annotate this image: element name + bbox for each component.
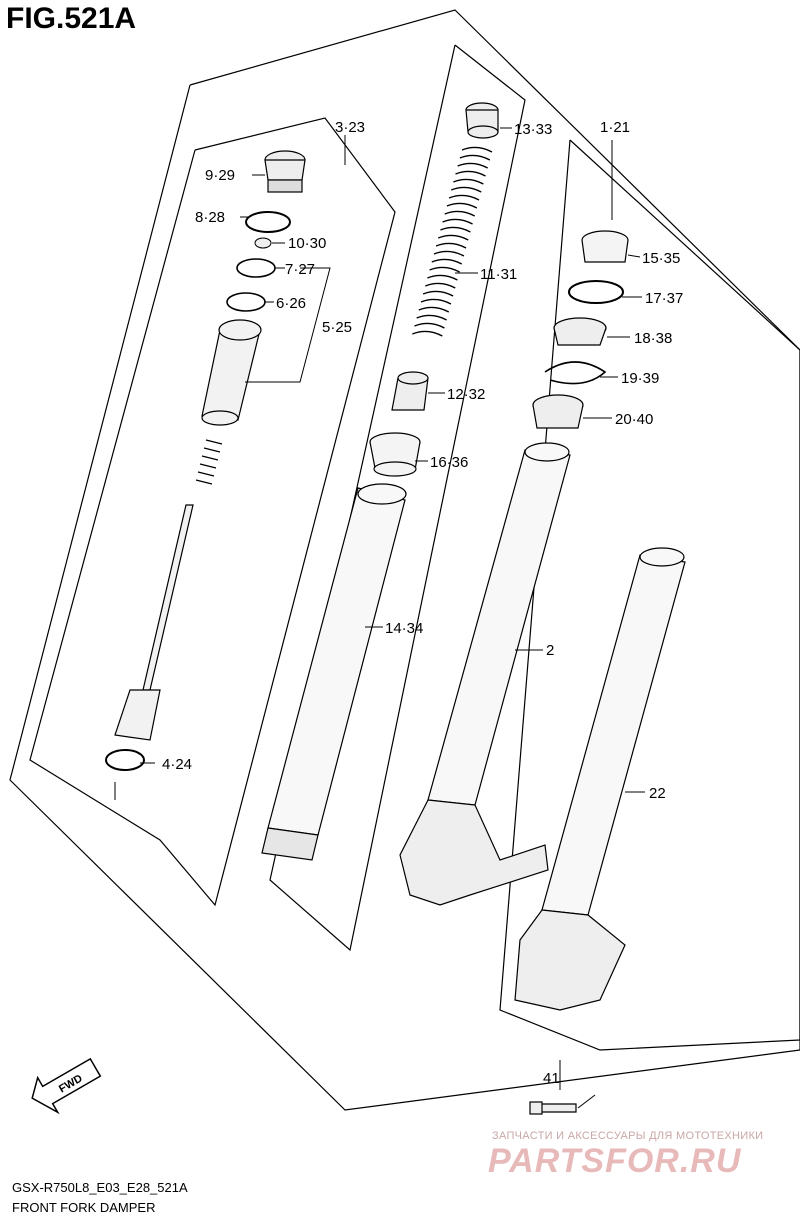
outer-tube-14 <box>261 483 407 861</box>
bushing-15 <box>581 230 629 263</box>
callout-2: 2 <box>546 642 554 659</box>
inner-tube-2 <box>399 442 571 906</box>
callout-3-23: 3·23 <box>335 119 365 136</box>
ring-7 <box>236 258 276 278</box>
fork-spring-11 <box>412 146 493 337</box>
callout-14-34: 14·34 <box>385 620 423 637</box>
callout-6-26: 6·26 <box>276 295 306 312</box>
ring-4 <box>105 749 145 771</box>
callout-10-30: 10·30 <box>288 235 326 252</box>
watermark-tagline: ЗАПЧАСТИ И АКСЕССУАРЫ ДЛЯ МОТОТЕХНИКИ <box>492 1130 764 1142</box>
nut-10 <box>254 237 272 249</box>
callout-41: 41 <box>543 1070 560 1087</box>
callout-1-21: 1·21 <box>600 119 630 136</box>
callout-18-38: 18·38 <box>634 330 672 347</box>
damper-cylinder <box>201 319 262 426</box>
bolt-41 <box>529 1101 577 1115</box>
callout-22: 22 <box>649 785 666 802</box>
figure-name: FRONT FORK DAMPER <box>12 1200 156 1215</box>
callout-16-36: 16·36 <box>430 454 468 471</box>
callout-7-27: 7·27 <box>285 261 315 278</box>
callout-11-31: 11·31 <box>480 266 517 283</box>
callout-15-35: 15·35 <box>642 250 680 267</box>
seal-ring-17 <box>568 280 624 304</box>
o-ring-8 <box>245 211 291 233</box>
watermark-logo: PARTSFOR.RU <box>488 1142 742 1180</box>
callout-17-37: 17·37 <box>645 290 683 307</box>
model-code: GSX-R750L8_E03_E28_521A <box>12 1180 188 1195</box>
fwd-arrow-icon <box>31 1057 102 1115</box>
spacer-12 <box>391 371 429 411</box>
damper-rod <box>114 504 194 741</box>
rebound-spring <box>195 439 223 485</box>
oil-seal-18 <box>553 317 607 346</box>
spring-nut-13 <box>465 102 499 139</box>
callout-13-33: 13·33 <box>514 121 552 138</box>
callout-8-28: 8·28 <box>195 209 225 226</box>
callout-5-25: 5·25 <box>322 319 352 336</box>
callout-19-39: 19·39 <box>621 370 659 387</box>
cap-bolt-part <box>264 150 306 193</box>
circlip-19 <box>544 361 607 385</box>
callout-4-24: 4·24 <box>162 756 192 773</box>
outer-frame <box>9 9 800 1111</box>
ring-6 <box>226 292 266 312</box>
callout-9-29: 9·29 <box>205 167 235 184</box>
callout-12-32: 12·32 <box>447 386 485 403</box>
dust-seal-20 <box>532 394 584 429</box>
callout-20-40: 20·40 <box>615 411 653 428</box>
bushing-16 <box>369 432 421 477</box>
figure-title: FIG.521A <box>6 2 137 35</box>
inner-tube-assembly-22 <box>514 547 686 1011</box>
damper-assembly-frame <box>29 117 396 907</box>
leader-lines <box>114 127 645 1109</box>
